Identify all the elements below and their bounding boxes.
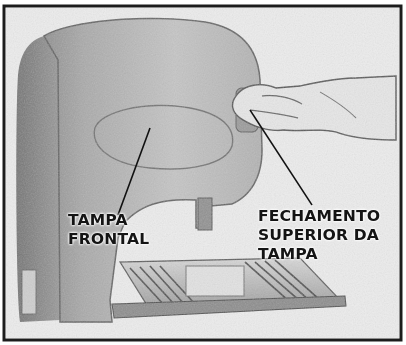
callout-text: SUPERIOR DA [258,226,380,245]
callout-label-tampa-frontal: TAMPA FRONTAL [68,211,149,249]
callout-text: FECHAMENTO [258,207,380,226]
callout-text: TAMPA [258,245,380,264]
callout-label-fechamento-superior: FECHAMENTO SUPERIOR DA TAMPA [258,207,380,264]
side-plate [22,270,36,314]
callout-text: FRONTAL [68,230,149,249]
blade-guard [198,198,212,230]
callout-text: TAMPA [68,211,149,230]
